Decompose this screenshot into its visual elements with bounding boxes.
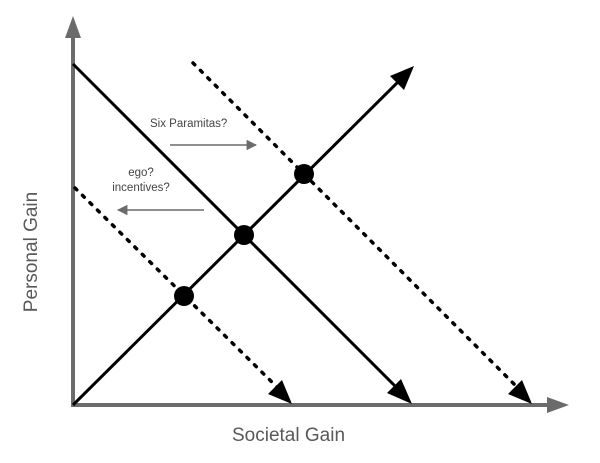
- dotted-line-right-arrowhead-icon: [508, 380, 532, 404]
- y-axis-arrowhead-icon: [65, 16, 81, 38]
- diagonal-down-arrowhead-icon: [387, 379, 412, 404]
- x-axis-arrowhead-icon: [547, 397, 569, 413]
- dotted-line-right: [191, 61, 522, 392]
- annotation-ego: ego?: [128, 167, 154, 179]
- axes: [65, 16, 569, 413]
- annotation-incentives: incentives?: [112, 182, 170, 194]
- y-axis-label: Personal Gain: [21, 191, 42, 313]
- intersection-point-lower: [174, 286, 194, 306]
- x-axis-label: Societal Gain: [232, 425, 346, 446]
- annotation-six-paramitas: Six Paramitas?: [150, 118, 227, 130]
- dotted-line-left: [73, 186, 282, 392]
- diagonal-up-arrowhead-icon: [390, 66, 414, 90]
- intersection-point-upper: [294, 164, 314, 184]
- intersection-point-center: [234, 225, 254, 245]
- dotted-line-left-arrowhead-icon: [268, 380, 292, 404]
